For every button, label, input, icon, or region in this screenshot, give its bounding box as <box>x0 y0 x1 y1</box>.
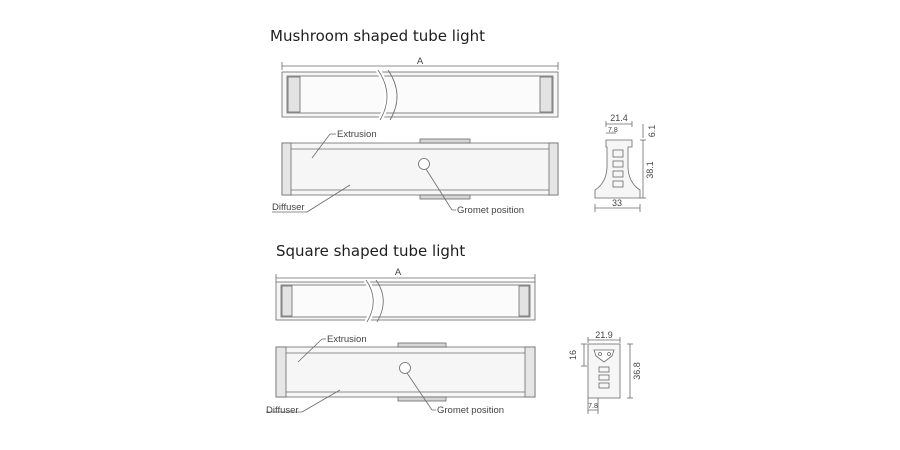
mushroom-title: Mushroom shaped tube light <box>270 27 486 45</box>
mushroom-side-view <box>272 133 559 213</box>
mushroom-cross-section <box>594 121 646 212</box>
square-diffuser-label: Diffuser <box>266 405 299 416</box>
mushroom-dim-a: A <box>417 56 424 67</box>
square-gromet-label: Gromet position <box>437 405 504 416</box>
square-gromet-marker <box>399 362 411 374</box>
square-side-view <box>266 338 536 413</box>
square-body-height: 36.8 <box>632 362 642 380</box>
square-cross-section <box>581 337 633 414</box>
square-top-view <box>275 274 536 324</box>
mushroom-body-height: 38.1 <box>645 161 655 179</box>
mushroom-top-height: 6.1 <box>647 125 657 138</box>
mushroom-gromet-marker <box>418 158 430 170</box>
mushroom-top-view <box>281 62 559 122</box>
mushroom-top-width: 21.4 <box>610 113 628 123</box>
square-dim-a: A <box>395 267 402 278</box>
square-extrusion-label: Extrusion <box>327 334 367 345</box>
square-top-height: 16 <box>568 350 578 360</box>
square-title: Square shaped tube light <box>276 242 466 260</box>
mushroom-extrusion-label: Extrusion <box>337 129 377 140</box>
mushroom-bottom-width: 33 <box>612 198 622 208</box>
square-top-width: 21.9 <box>595 330 613 340</box>
mushroom-gromet-label: Gromet position <box>457 205 524 216</box>
mushroom-inner-width: 7.8 <box>608 127 618 134</box>
mushroom-diffuser-label: Diffuser <box>272 202 305 213</box>
square-bottom-width: 7.8 <box>588 403 598 410</box>
